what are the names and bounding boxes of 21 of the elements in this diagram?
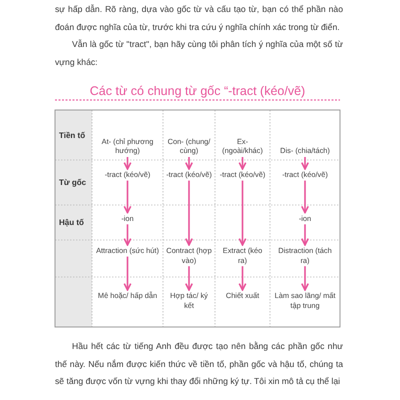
arrow	[301, 224, 309, 246]
arrow	[238, 180, 246, 246]
diagram-title: Các từ có chung từ gốc “-tract (kéo/vẽ)	[88, 84, 306, 98]
row-header: Từ gốc	[59, 178, 88, 187]
arrow	[124, 256, 132, 291]
arrow	[301, 266, 309, 291]
arrow	[301, 180, 309, 214]
paragraph: sự hấp dẫn. Rõ ràng, dựa vào gốc từ và cấu tạo từ, bạn có thể phần nào đoán được nghĩa của từ, trước khi tra cứu ý nghĩa chính xác trong từ điển.	[55, 3, 343, 34]
arrow	[238, 157, 246, 170]
arrow	[238, 266, 246, 291]
arrow	[185, 157, 193, 170]
row-header: Tiền tố	[59, 130, 86, 140]
arrow	[124, 157, 132, 170]
arrow	[301, 157, 309, 170]
paragraph: Hầu hết các từ tiếng Anh đều được tạo nên bằng các phần gốc như thế này. Nếu nắm được kiến thức về tiền tố, phần gốc và hậu tố, chúng ta sẽ tăng được vốn từ vựng khi thay đổi những ký tự. Tôi xin mô tả cụ thể lại	[55, 340, 343, 388]
arrow	[124, 224, 132, 246]
arrow	[185, 266, 193, 291]
arrow	[124, 180, 132, 214]
row-header: Hậu tố	[59, 218, 85, 227]
arrow	[185, 180, 193, 246]
paragraph: Vẫn là gốc từ "tract", bạn hãy cùng tôi phân tích ý nghĩa của một số từ vựng khác:	[55, 38, 343, 69]
